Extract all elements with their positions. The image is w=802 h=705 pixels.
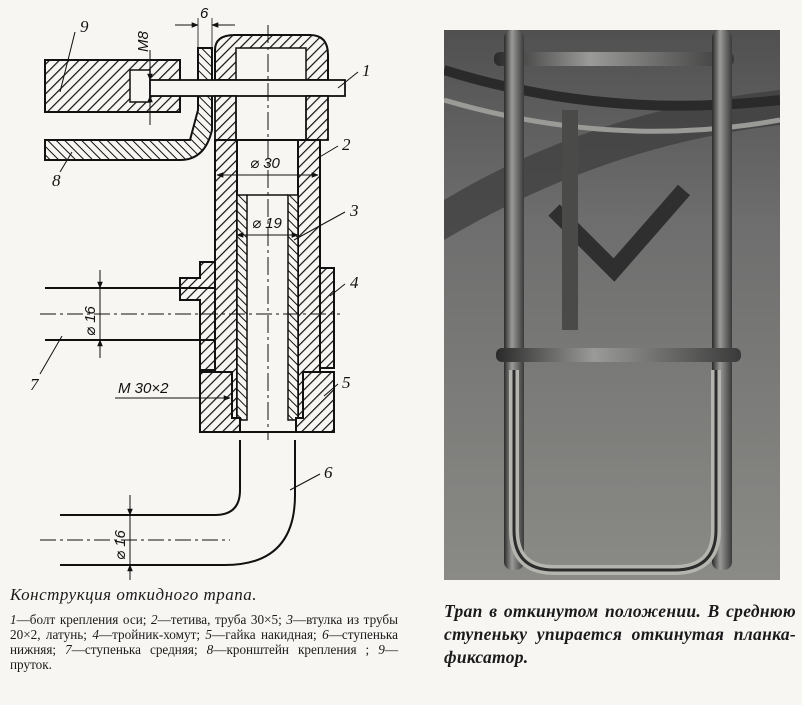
drawing-caption-legend: 1—болт крепления оси; 2—тетива, труба 30… xyxy=(10,612,398,672)
part-1-bolt xyxy=(149,34,346,141)
legend-item-number: 8 xyxy=(206,642,214,657)
legend-item-number: 2 xyxy=(150,612,158,627)
label-6: 6 xyxy=(324,463,333,482)
legend-item-number: 1 xyxy=(10,612,17,627)
drawing-caption-title: Конструкция откидного трапа. xyxy=(10,585,257,604)
dim-gap6: 6 xyxy=(200,5,209,22)
dim-m30x2: M 30×2 xyxy=(118,380,169,397)
label-3: 3 xyxy=(349,201,359,220)
legend-item-number: 6 xyxy=(322,627,329,642)
part-5-cap-nut xyxy=(199,371,335,433)
dim-d16-top: ⌀ 16 xyxy=(82,305,99,336)
label-1: 1 xyxy=(362,61,371,80)
ladder-photo xyxy=(444,30,780,580)
part-3-bushing xyxy=(236,194,299,421)
legend-item-text: —ступенька нижняя; xyxy=(10,627,398,657)
legend-item-text: —втулка из трубы 20×2, латунь; xyxy=(10,612,398,642)
label-5: 5 xyxy=(342,373,351,392)
legend-item-text: —тетива, труба 30×5; xyxy=(157,612,287,627)
label-2: 2 xyxy=(342,135,351,154)
label-9: 9 xyxy=(80,17,89,36)
label-7: 7 xyxy=(30,375,40,394)
part-6-bottom-step xyxy=(40,440,296,566)
legend-item-text: —ступенька средняя; xyxy=(71,642,207,657)
dim-d30: ⌀ 30 xyxy=(250,155,281,172)
legend-item-text: —болт крепления оси; xyxy=(16,612,151,627)
legend-item-number: 5 xyxy=(205,627,213,642)
photo-caption: Трап в откинутом положении. В среднюю ст… xyxy=(444,601,796,667)
dim-d16-bottom: ⌀ 16 xyxy=(112,529,129,560)
part-8-bracket xyxy=(44,47,213,161)
leader-lines xyxy=(39,31,359,491)
legend-item-text: —гайка накидная; xyxy=(212,627,323,642)
dim-d19: ⌀ 19 xyxy=(252,215,283,232)
label-4: 4 xyxy=(350,273,359,292)
label-8: 8 xyxy=(52,171,61,190)
dim-m8: M8 xyxy=(135,31,152,52)
legend-item-text: —пруток. xyxy=(10,642,398,672)
legend-item-number: 4 xyxy=(92,627,99,642)
part-7-middle-step xyxy=(40,287,340,341)
legend-item-number: 9 xyxy=(378,642,385,657)
legend-item-text: —кронштейн крепления ; xyxy=(213,642,379,657)
legend-item-text: —тройник-хомут; xyxy=(98,627,206,642)
legend-item-number: 7 xyxy=(65,642,72,657)
dimension-lines xyxy=(97,18,319,580)
construction-drawing: 9 1 2 8 3 4 7 5 6 M8 6 ⌀ 30 ⌀ 19 ⌀ 16 M … xyxy=(30,5,371,580)
legend-item-number: 3 xyxy=(286,612,293,627)
